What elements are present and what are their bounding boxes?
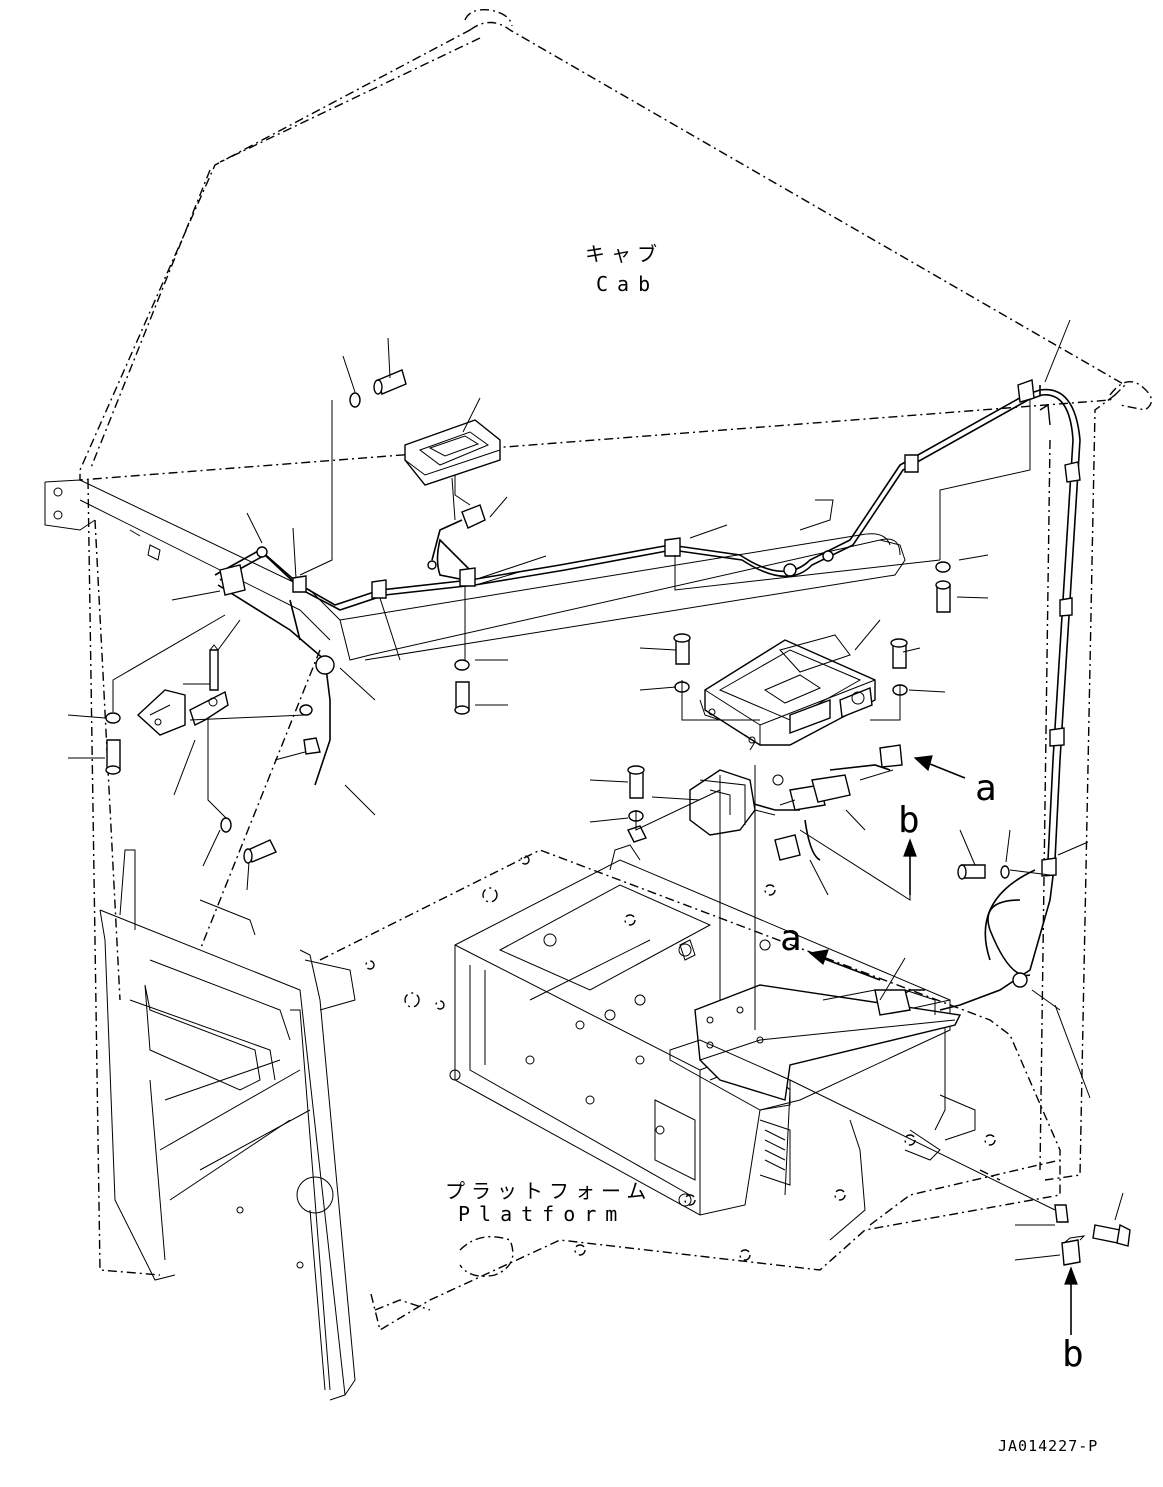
fasteners xyxy=(105,369,1131,1266)
room-lamp xyxy=(404,419,501,570)
relay-block xyxy=(689,744,903,861)
left-bracket xyxy=(136,644,321,755)
left-front-pillar xyxy=(99,849,356,1401)
wire-harness xyxy=(214,379,1081,1016)
view-b-label-upper: b xyxy=(898,800,920,841)
drawing-code: JA014227-P xyxy=(998,1437,1099,1455)
cab-label-japanese: キャブ xyxy=(585,242,663,266)
cab-label-english: Cab xyxy=(596,272,660,296)
controller-unit xyxy=(699,634,876,751)
platform-label-english: Platform xyxy=(458,1202,627,1226)
cab-outline xyxy=(79,9,1153,1276)
view-a-label-right: a xyxy=(975,768,997,809)
leader-lines xyxy=(67,319,1124,1261)
console-box xyxy=(449,844,976,1241)
platform-label-japanese: プラットフォーム xyxy=(445,1179,653,1203)
view-a-label-left: a xyxy=(780,918,802,959)
view-b-label-lower: b xyxy=(1062,1334,1084,1375)
view-arrows xyxy=(808,755,1078,1335)
platform-floor xyxy=(319,849,1061,1332)
controller-bracket xyxy=(669,984,962,1111)
